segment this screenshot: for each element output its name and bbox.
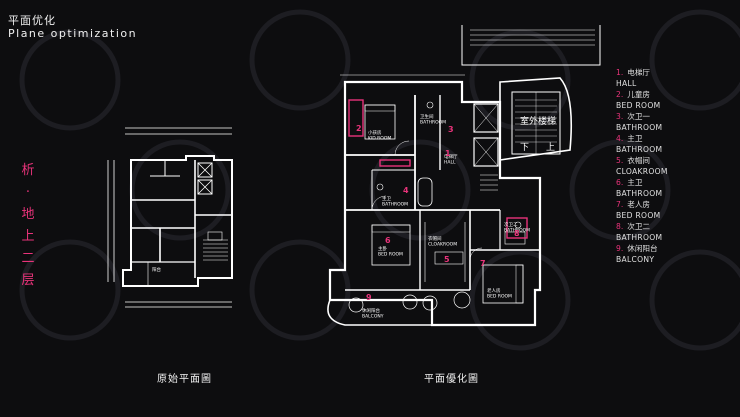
legend-item: 1.电梯厅 [616,67,734,78]
page-title-en: Plane optimization [8,27,138,40]
legend-en: BALCONY [616,255,655,264]
orig-balcony-label: 阳台 [152,266,161,273]
floor-label-char: 层 [21,273,35,288]
floor-label-char: 上 [21,229,35,244]
legend-en: CLOAKROOM [616,167,668,176]
legend-item: 2.儿童房 [616,89,734,100]
page-title-cn: 平面优化 [8,14,56,27]
legend-cn: 次卫一 [627,112,651,121]
legend-cn: 儿童房 [627,90,651,99]
room-number: 8 [514,229,520,238]
legend-cn: 次卫二 [627,222,651,231]
floor-label-char: 析 [21,163,35,178]
legend-number: 1. [616,68,624,77]
legend-cn: 主卫 [627,134,643,143]
room-number: 1 [445,149,451,158]
floor-label: 析 · 地 上 二 层 [21,160,35,292]
room-number: 7 [480,259,486,268]
optimized-plan-caption: 平面優化圖 [424,374,479,385]
legend-cn: 电梯厅 [627,68,651,77]
legend-number: 6. [616,178,624,187]
legend-item: 4.主卫 [616,133,734,144]
legend-en: BED ROOM [616,101,661,110]
legend-number: 3. [616,112,624,121]
floor-label-char: · [25,185,31,200]
legend-en: BATHROOM [616,233,663,242]
legend-en: BED ROOM [616,211,661,220]
legend-en: HALL [616,79,637,88]
legend-item: 3.次卫一 [616,111,734,122]
floor-label-char: 二 [21,251,35,266]
legend-number: 7. [616,200,624,209]
legend-number: 2. [616,90,624,99]
down-label: 下 [520,143,529,153]
room-number: 5 [444,255,450,264]
legend-item: 9.休闲阳台 [616,243,734,254]
room-number: 9 [366,293,372,302]
room-number: 3 [448,125,454,134]
up-label: 上 [546,142,555,153]
original-plan-caption: 原始平面圖 [157,374,212,385]
legend-cn: 主卫 [627,178,643,187]
legend-number: 9. [616,244,624,253]
room-number: 2 [356,124,362,133]
legend-number: 5. [616,156,624,165]
legend-cn: 老人房 [627,200,651,209]
legend-en: BATHROOM [616,145,663,154]
legend-cn: 衣帽间 [627,156,651,165]
legend-item: 6.主卫 [616,177,734,188]
legend-item: 7.老人房 [616,199,734,210]
legend-en: BATHROOM [616,123,663,132]
floor-label-char: 地 [21,207,35,222]
legend-number: 8. [616,222,624,231]
outdoor-stair-label: 室外楼梯 [520,115,556,127]
room-number: 4 [403,186,409,195]
legend-number: 4. [616,134,624,143]
legend-item: 5.衣帽间 [616,155,734,166]
legend-en: BATHROOM [616,189,663,198]
legend-item: 8.次卫二 [616,221,734,232]
legend-cn: 休闲阳台 [627,244,658,253]
room-number: 6 [385,236,391,245]
